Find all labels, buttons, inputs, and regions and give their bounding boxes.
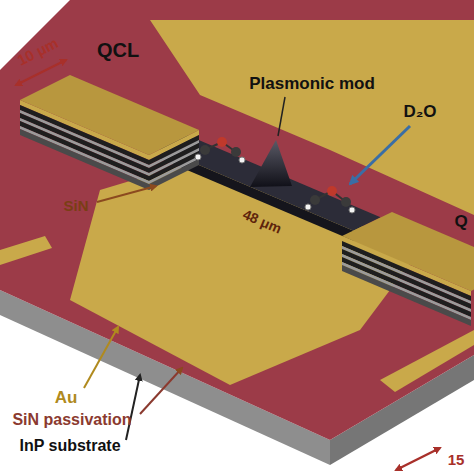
material-label: SiN passivation bbox=[12, 411, 131, 429]
dimension-arrow bbox=[396, 448, 440, 470]
atom bbox=[341, 197, 351, 207]
atom bbox=[310, 195, 320, 205]
leader-arrow bbox=[84, 327, 118, 388]
qcl-layer bbox=[149, 156, 199, 184]
leader-arrow bbox=[126, 375, 140, 440]
qcl-top-contact bbox=[20, 75, 199, 155]
atom bbox=[217, 137, 227, 147]
leader-arrow bbox=[97, 186, 156, 202]
atom bbox=[305, 204, 311, 210]
material-label: Au bbox=[55, 389, 78, 408]
layer-label: SiN bbox=[63, 198, 88, 215]
atom bbox=[349, 207, 355, 213]
atom bbox=[200, 145, 210, 155]
material-label: InP substrate bbox=[19, 437, 120, 455]
atom bbox=[195, 154, 201, 160]
qcl-top-contact bbox=[342, 212, 474, 291]
atom bbox=[239, 157, 245, 163]
atom bbox=[231, 147, 241, 157]
leader-line bbox=[278, 97, 285, 136]
flow-arrow bbox=[350, 126, 410, 184]
component-label: QCL bbox=[97, 39, 139, 61]
leader-arrow bbox=[140, 368, 182, 414]
qcl-stacks bbox=[20, 75, 474, 326]
qcl-layer bbox=[149, 159, 199, 190]
gold-strip bbox=[380, 330, 474, 392]
molecule bbox=[195, 137, 245, 163]
gold-strip bbox=[0, 236, 52, 265]
component-label: Plasmonic mod bbox=[249, 75, 375, 94]
component-label: Q bbox=[454, 213, 467, 232]
atom bbox=[327, 186, 337, 196]
plasmonic-mode bbox=[250, 140, 292, 187]
analyte-label: D₂O bbox=[403, 103, 436, 122]
molecule bbox=[305, 186, 355, 213]
dimension-label: 15 bbox=[448, 452, 465, 469]
